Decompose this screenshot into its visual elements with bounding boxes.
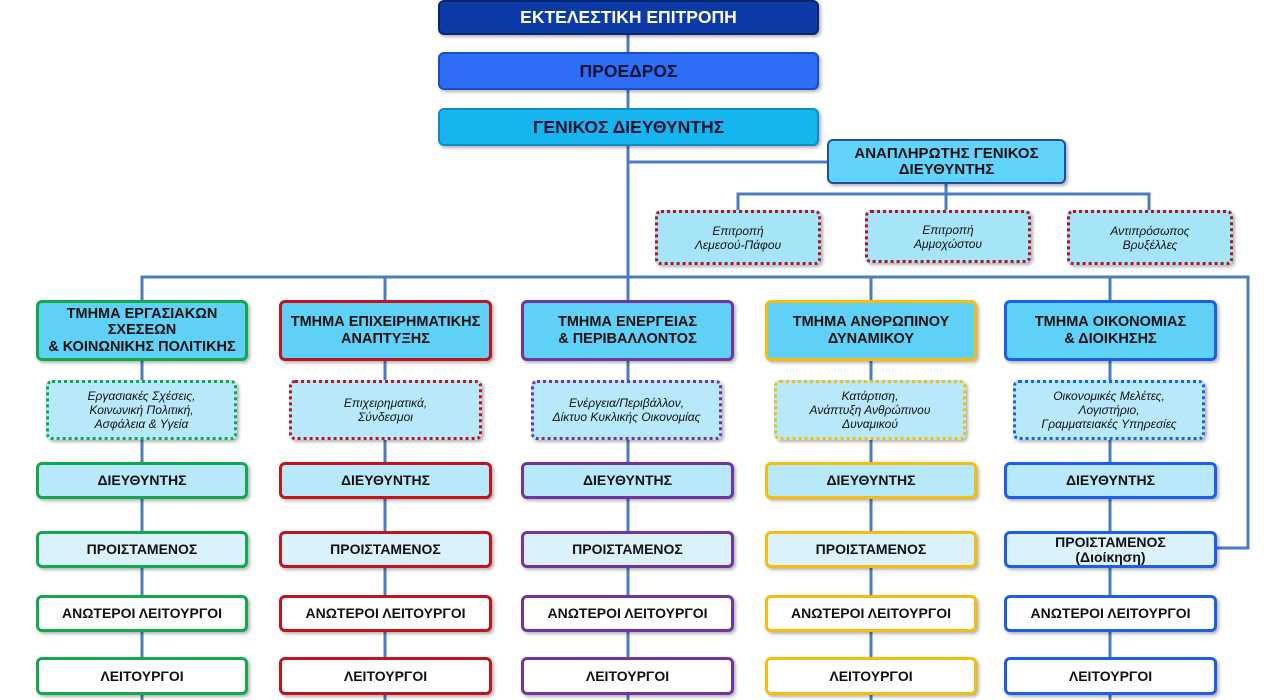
head-of-section-box: ΠΡΟΙΣΤΑΜΕΝΟΣ [279,531,492,568]
head-of-section-box: ΠΡΟΙΣΤΑΜΕΝΟΣ [36,531,248,568]
officers-box: ΛΕΙΤΟΥΡΓΟΙ [765,657,977,695]
department-title-line: & ΠΕΡΙΒΑΛΛΟΝΤΟΣ [558,330,697,347]
responsibility-line: Ενέργεια/Περιβάλλον, [568,396,685,410]
responsibility-line: Κατάρτιση, [841,389,899,403]
senior-officers-label: ΑΝΩΤΕΡΟΙ ΛΕΙΤΟΥΡΓΟΙ [1030,605,1191,621]
director-box: ΔΙΕΥΘΥΝΤΗΣ [521,462,734,499]
senior-officers-box: ΑΝΩΤΕΡΟΙ ΛΕΙΤΟΥΡΓΟΙ [765,595,977,632]
responsibility-line: Εργασιακές Σχέσεις, [87,389,196,403]
director-box: ΔΙΕΥΘΥΝΤΗΣ [279,462,492,499]
executive-committee-label: ΕΚΤΕΛΕΣΤΙΚΗ ΕΠΙΤΡΟΠΗ [520,7,737,27]
department-title-line: ΤΜΗΜΑ ΕΡΓΑΣΙΑΚΩΝ [66,305,218,322]
director-box: ΔΙΕΥΘΥΝΤΗΣ [765,462,977,499]
department-title-line: ΤΜΗΜΑ ΑΝΘΡΩΠΙΝΟΥ [792,314,950,330]
unit-brussels-representative: Αντιπρόσωπος Βρυξέλλες [1067,210,1233,265]
responsibility-line: Γραμματειακές Υπηρεσίες [1041,417,1177,431]
department-header: ΤΜΗΜΑ ΕΡΓΑΣΙΑΚΩΝ ΣΧΕΣΕΩΝ & ΚΟΙΝΩΝΙΚΗΣ ΠΟ… [36,300,248,361]
senior-officers-box: ΑΝΩΤΕΡΟΙ ΛΕΙΤΟΥΡΓΟΙ [36,595,248,632]
officers-box: ΛΕΙΤΟΥΡΓΟΙ [1004,657,1217,695]
responsibility-line: Οικονομικές Μελέτες, [1053,389,1165,403]
head-label: ΠΡΟΙΣΤΑΜΕΝΟΣ [572,541,683,557]
officers-box: ΛΕΙΤΟΥΡΓΟΙ [279,657,492,695]
head-label: ΠΡΟΙΣΤΑΜΕΝΟΣ [86,541,198,557]
officers-box: ΛΕΙΤΟΥΡΓΟΙ [36,657,248,695]
department-header: ΤΜΗΜΑ ΕΠΙΧΕΙΡΗΜΑΤΙΚΗΣ ΑΝΑΠΤΥΞΗΣ [279,300,492,361]
senior-officers-label: ΑΝΩΤΕΡΟΙ ΛΕΙΤΟΥΡΓΟΙ [547,605,708,621]
senior-officers-box: ΑΝΩΤΕΡΟΙ ΛΕΙΤΟΥΡΓΟΙ [279,595,492,632]
responsibility-line: Κοινωνική Πολιτική, [89,403,194,417]
unit-label-line: Λεμεσού-Πάφου [694,237,782,252]
department-title-line: ΔΥΝΑΜΙΚΟΥ [827,330,915,347]
senior-officers-label: ΑΝΩΤΕΡΟΙ ΛΕΙΤΟΥΡΓΟΙ [61,605,223,621]
executive-committee-box: ΕΚΤΕΛΕΣΤΙΚΗ ΕΠΙΤΡΟΠΗ [438,0,819,35]
officers-label: ΛΕΙΤΟΥΡΓΟΙ [1068,667,1153,684]
responsibility-line: Δίκτυο Κυκλικής Οικονομίας [552,410,701,424]
unit-famagusta-committee: Επιτροπή Αμμοχώστου [865,210,1031,263]
department-title-line: & ΔΙΟΙΚΗΣΗΣ [1064,330,1157,347]
head-label: ΠΡΟΙΣΤΑΜΕΝΟΣ [1055,533,1166,550]
unit-label-line: Επιτροπή [922,222,974,237]
president-box: ΠΡΟΕΔΡΟΣ [438,52,819,90]
deputy-label-line: ΑΝΑΠΛΗΡΩΤΗΣ ΓΕΝΙΚΟΣ [854,144,1039,162]
responsibility-line: Λογιστήριο, [1078,403,1140,417]
director-box: ΔΙΕΥΘΥΝΤΗΣ [36,462,248,499]
officers-box: ΛΕΙΤΟΥΡΓΟΙ [521,657,734,695]
responsibility-line: Ανάπτυξη Ανθρώπινου [809,403,931,417]
department-title-line: & ΚΟΙΝΩΝΙΚΗΣ ΠΟΛΙΤΙΚΗΣ [48,338,236,355]
department-header: ΤΜΗΜΑ ΕΝΕΡΓΕΙΑΣ & ΠΕΡΙΒΑΛΛΟΝΤΟΣ [521,300,734,361]
head-label: ΠΡΟΙΣΤΑΜΕΝΟΣ [815,541,927,557]
general-director-label: ΓΕΝΙΚΟΣ ΔΙΕΥΘΥΝΤΗΣ [532,116,725,137]
responsibility-line: Ασφάλεια & Υγεία [94,417,189,431]
head-of-section-box: ΠΡΟΙΣΤΑΜΕΝΟΣ [521,531,734,568]
unit-label-line: Αντιπρόσωπος [1110,223,1190,238]
director-box: ΔΙΕΥΘΥΝΤΗΣ [1004,462,1217,499]
president-label: ΠΡΟΕΔΡΟΣ [579,60,678,81]
director-label: ΔΙΕΥΘΥΝΤΗΣ [97,472,187,488]
department-header: ΤΜΗΜΑ ΑΝΘΡΩΠΙΝΟΥ ΔΥΝΑΜΙΚΟΥ [765,300,977,361]
senior-officers-box: ΑΝΩΤΕΡΟΙ ΛΕΙΤΟΥΡΓΟΙ [1004,595,1217,632]
deputy-general-director-box: ΑΝΑΠΛΗΡΩΤΗΣ ΓΕΝΙΚΟΣ ΔΙΕΥΘΥΝΤΗΣ [827,139,1066,184]
director-label: ΔΙΕΥΘΥΝΤΗΣ [826,472,916,488]
director-label: ΔΙΕΥΘΥΝΤΗΣ [340,472,431,488]
officers-label: ΛΕΙΤΟΥΡΓΟΙ [829,667,913,684]
senior-officers-box: ΑΝΩΤΕΡΟΙ ΛΕΙΤΟΥΡΓΟΙ [521,595,734,632]
unit-limassol-paphos-committee: Επιτροπή Λεμεσού-Πάφου [655,210,821,265]
department-header: ΤΜΗΜΑ ΟΙΚΟΝΟΜΙΑΣ & ΔΙΟΙΚΗΣΗΣ [1004,300,1217,361]
senior-officers-label: ΑΝΩΤΕΡΟΙ ΛΕΙΤΟΥΡΓΟΙ [790,605,952,621]
director-label: ΔΙΕΥΘΥΝΤΗΣ [582,472,673,488]
officers-label: ΛΕΙΤΟΥΡΓΟΙ [585,667,670,684]
head-label: ΠΡΟΙΣΤΑΜΕΝΟΣ [330,541,441,557]
unit-label-line: Βρυξέλλες [1122,237,1178,252]
responsibility-line: Σύνδεσμοι [358,410,413,424]
department-responsibilities: Επιχειρηματικά, Σύνδεσμοι [289,380,482,440]
head-of-section-box: ΠΡΟΙΣΤΑΜΕΝΟΣ [765,531,977,568]
officers-label: ΛΕΙΤΟΥΡΓΟΙ [343,667,428,684]
department-responsibilities: Κατάρτιση, Ανάπτυξη Ανθρώπινου Δυναμικού [774,380,966,440]
department-title-line: ΣΧΕΣΕΩΝ [107,322,177,339]
director-label: ΔΙΕΥΘΥΝΤΗΣ [1065,472,1156,488]
responsibility-line: Δυναμικού [842,417,898,431]
deputy-label-line: ΔΙΕΥΘΥΝΤΗΣ [898,160,995,178]
senior-officers-label: ΑΝΩΤΕΡΟΙ ΛΕΙΤΟΥΡΓΟΙ [305,605,466,621]
department-responsibilities: Οικονομικές Μελέτες, Λογιστήριο, Γραμματ… [1013,380,1205,440]
unit-label-line: Αμμοχώστου [914,236,982,251]
unit-label-line: Επιτροπή [712,223,764,238]
department-title-line: ΤΜΗΜΑ ΕΝΕΡΓΕΙΑΣ [557,314,698,330]
department-title-line: ΑΝΑΠΤΥΞΗΣ [341,330,430,347]
head-label: (Διοίκηση) [1075,548,1146,565]
department-title-line: ΤΜΗΜΑ ΟΙΚΟΝΟΜΙΑΣ [1034,314,1187,330]
department-title-line: ΤΜΗΜΑ ΕΠΙΧΕΙΡΗΜΑΤΙΚΗΣ [290,314,481,330]
head-of-section-box: ΠΡΟΙΣΤΑΜΕΝΟΣ (Διοίκηση) [1004,531,1217,568]
department-responsibilities: Εργασιακές Σχέσεις, Κοινωνική Πολιτική, … [46,380,237,440]
responsibility-line: Επιχειρηματικά, [343,396,428,410]
department-responsibilities: Ενέργεια/Περιβάλλον, Δίκτυο Κυκλικής Οικ… [531,380,722,440]
officers-label: ΛΕΙΤΟΥΡΓΟΙ [100,667,184,684]
general-director-box: ΓΕΝΙΚΟΣ ΔΙΕΥΘΥΝΤΗΣ [438,108,819,146]
